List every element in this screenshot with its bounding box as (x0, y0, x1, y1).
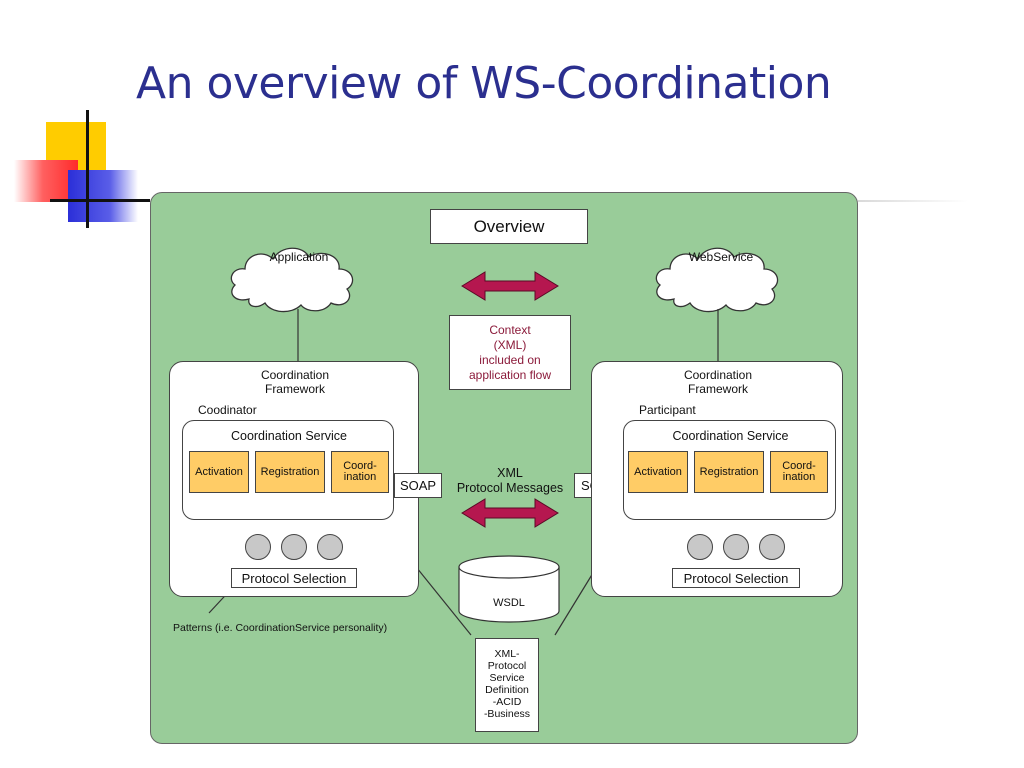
cloud-webservice-label: WebService (688, 250, 754, 264)
framework-label-line: Framework (687, 382, 748, 396)
framework-label-line: Coordination (260, 368, 330, 382)
coordination-component-line: ination (343, 471, 377, 483)
context-note-line: included on (479, 352, 541, 367)
context-double-arrow (461, 271, 559, 301)
activation-component: Activation (628, 451, 688, 493)
coordination-service-box: Coordination Service Activation Registra… (623, 420, 836, 520)
coordination-component-line: Coord- (782, 460, 816, 472)
soap-left-box: SOAP (394, 473, 442, 498)
framework-label-line: Framework (264, 382, 325, 396)
coordinator-label: Coodinator (198, 403, 257, 417)
protocol-definition-box: XML- Protocol Service Definition -ACID -… (475, 638, 539, 732)
coordination-component: Coord- ination (770, 451, 828, 493)
context-note-line: application flow (468, 367, 552, 382)
overview-label: Overview (430, 209, 588, 244)
coordination-service-box: Coordination Service Activation Registra… (182, 420, 394, 520)
decor-red-bar (14, 160, 78, 202)
definition-line: Service (489, 672, 525, 684)
protocol-circle (759, 534, 785, 560)
cloud-application-shape (230, 247, 354, 313)
protocol-circle (723, 534, 749, 560)
wsdl-label: WSDL (493, 597, 525, 609)
framework-label: Coordination Framework (592, 368, 844, 396)
coordination-component-line: Coord- (343, 460, 377, 472)
diagram-connectors (208, 247, 779, 636)
protocol-circle (317, 534, 343, 560)
participant-label: Participant (639, 403, 696, 417)
framework-label: Coordination Framework (170, 368, 420, 396)
decor-fade-line (858, 200, 968, 202)
patterns-note: Patterns (i.e. CoordinationService perso… (173, 622, 388, 634)
coordination-service-label: Coordination Service (230, 429, 348, 443)
definition-line: -Business (483, 708, 531, 720)
framework-label-line: Coordination (683, 368, 753, 382)
protocol-circle (281, 534, 307, 560)
cloud-webservice-shape (655, 247, 779, 313)
slide-title: An overview of WS-Coordination (136, 58, 832, 109)
protocol-selection-box: Protocol Selection (231, 568, 357, 588)
activation-component: Activation (189, 451, 249, 493)
coordination-component-line: ination (782, 471, 816, 483)
coordinator-framework: Coordination Framework Coodinator Coordi… (169, 361, 419, 597)
messages-double-arrow (461, 498, 559, 528)
protocol-selection-box: Protocol Selection (672, 568, 800, 588)
protocol-messages-line: XML (497, 466, 523, 480)
definition-line: XML- (494, 648, 520, 660)
context-note-line: Context (489, 322, 531, 337)
coordination-service-label: Coordination Service (672, 429, 789, 443)
decor-horizontal-line (50, 199, 150, 202)
participant-framework: Coordination Framework Participant Coord… (591, 361, 843, 597)
registration-component: Registration (255, 451, 325, 493)
decor-vertical-line (86, 110, 89, 228)
context-note: Context (XML) included on application fl… (449, 315, 571, 390)
registration-component: Registration (694, 451, 764, 493)
protocol-circle (687, 534, 713, 560)
decor-blue-square (68, 170, 138, 222)
definition-line: Definition (485, 684, 529, 696)
protocol-circle (245, 534, 271, 560)
coordination-component: Coord- ination (331, 451, 389, 493)
definition-line: Protocol (487, 660, 527, 672)
protocol-messages-label: XML Protocol Messages (443, 466, 577, 496)
wsdl-cylinder-shape (458, 567, 560, 623)
definition-line: -ACID (492, 696, 522, 708)
diagram-panel: Overview Application WebService Context … (150, 192, 858, 744)
context-note-line: (XML) (493, 337, 527, 352)
protocol-messages-line: Protocol Messages (456, 481, 564, 495)
cloud-application-label: Application (269, 250, 329, 264)
